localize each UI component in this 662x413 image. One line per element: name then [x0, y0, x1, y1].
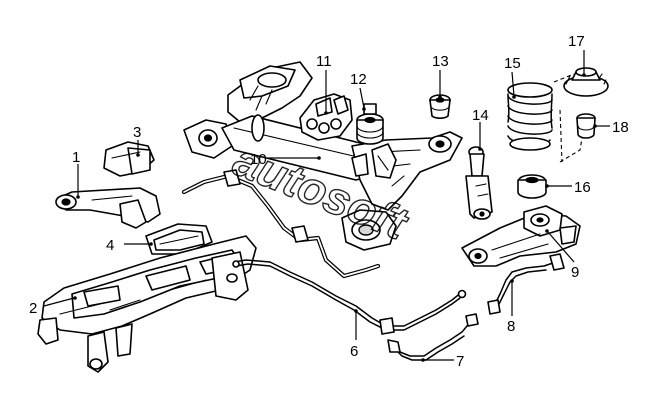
part-14-shock-absorber[interactable]: [465, 146, 493, 220]
callout-1[interactable]: 1: [72, 149, 80, 199]
part-3-link-arm[interactable]: [103, 141, 155, 177]
part-8-hose-fitting[interactable]: [487, 253, 565, 315]
callout-4[interactable]: 4: [106, 237, 153, 254]
part-17-spring-cap[interactable]: [563, 67, 609, 97]
callout-label: 3: [133, 124, 141, 141]
callout-label: 12: [350, 71, 367, 88]
callout-label: 18: [612, 119, 629, 136]
callout-16[interactable]: 16: [545, 179, 591, 196]
anti-roll-bar[interactable]: [181, 169, 381, 279]
callout-label: 1: [72, 149, 80, 166]
callout-label: 8: [507, 318, 515, 335]
callout-label: 13: [432, 53, 449, 70]
callout-18[interactable]: 18: [593, 119, 629, 136]
part-7-brake-hose[interactable]: [387, 313, 479, 361]
callout-label: 9: [571, 264, 579, 281]
part-4-heat-shield[interactable]: [145, 223, 213, 255]
part-9-trailing-arm[interactable]: [461, 205, 581, 267]
assembly-guide-lines: [553, 73, 583, 163]
callout-label: 6: [350, 343, 358, 360]
callout-label: 14: [472, 107, 489, 124]
part-2-underbody-assembly[interactable]: [37, 235, 257, 373]
callout-label: 17: [568, 33, 585, 50]
part-12-rubber-bushing[interactable]: [356, 103, 384, 145]
callout-9[interactable]: 9: [545, 229, 579, 281]
callout-label: 4: [106, 237, 114, 254]
callout-13[interactable]: 13: [432, 53, 449, 99]
callout-8[interactable]: 8: [507, 279, 515, 335]
callout-label: 16: [574, 179, 591, 196]
part-15-coil-spring[interactable]: [507, 82, 553, 151]
callout-label: 2: [29, 300, 37, 317]
callout-6[interactable]: 6: [350, 309, 358, 360]
callout-17[interactable]: 17: [568, 33, 586, 77]
callout-label: 15: [504, 55, 521, 72]
part-10-subframe[interactable]: [183, 61, 463, 251]
callout-label: 7: [456, 353, 464, 370]
callout-label: 11: [316, 53, 332, 70]
callout-7[interactable]: 7: [421, 353, 464, 370]
part-6-brake-pipe[interactable]: [232, 259, 467, 335]
part-1-bracket[interactable]: [55, 187, 161, 229]
callout-15[interactable]: 15: [504, 55, 521, 99]
callout-11[interactable]: 11: [316, 53, 332, 115]
callout-label: 10: [250, 151, 267, 168]
callout-14[interactable]: 14: [472, 107, 489, 151]
callout-12[interactable]: 12: [350, 71, 367, 111]
part-16-spring-seat[interactable]: [517, 174, 547, 199]
callout-2[interactable]: 2: [29, 296, 77, 317]
callout-3[interactable]: 3: [133, 124, 141, 157]
part-11-mount-bracket[interactable]: [299, 93, 353, 141]
callout-10[interactable]: 10: [250, 151, 321, 168]
part-18-bump-stop[interactable]: [576, 113, 596, 139]
